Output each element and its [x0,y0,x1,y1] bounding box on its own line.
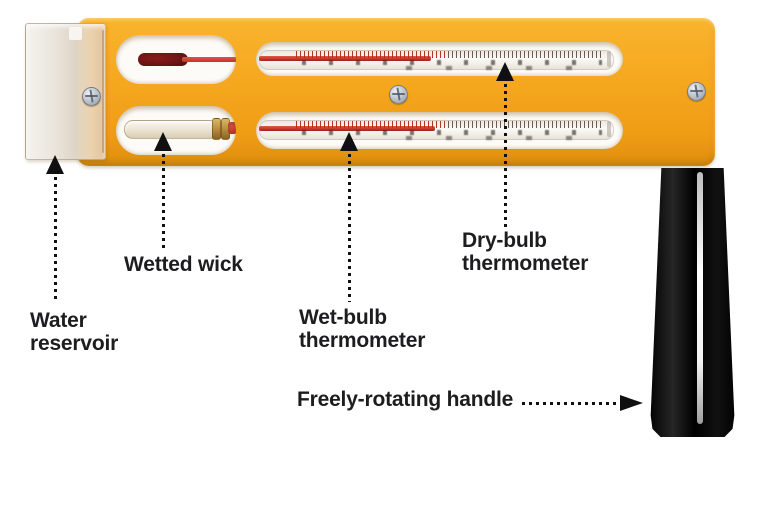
water-reservoir [25,23,106,160]
wetted-wick-arrow [153,132,173,250]
wet-bulb-scale-ticks [296,121,601,128]
wet-bulb-scale-window [256,112,623,149]
reservoir-notch [69,27,82,40]
dry-bulb-scale-ticks-red [296,51,446,58]
label-dry-bulb-thermometer: Dry-bulb thermometer [462,229,588,275]
label-freely-rotating-handle: Freely-rotating handle [297,388,514,411]
label-line: Wet-bulb [299,306,387,329]
dotted-line [522,402,620,405]
label-line: reservoir [30,332,119,355]
label-line: Dry-bulb [462,229,547,252]
arrowhead-up-icon [340,132,358,151]
label-water-reservoir: Water reservoir [30,309,118,355]
dry-bulb-scale-ticks [296,51,601,58]
wet-bulb-stem-tip [228,122,236,134]
label-wetted-wick: Wetted wick [124,253,243,276]
dotted-line [161,154,165,250]
wet-bulb-scale-numbers-lower [406,136,596,140]
arrowhead-right-icon [620,395,643,411]
arrowhead-up-icon [46,155,64,174]
arrowhead-up-icon [496,62,514,81]
arrowhead-up-icon [154,132,172,151]
wet-bulb-arrow [339,132,359,302]
dry-bulb-scale-window [256,42,623,76]
dry-bulb [138,53,188,66]
handle-highlight [697,172,703,424]
wet-bulb-scale-ticks-red [296,121,446,128]
dry-bulb-scale-numbers [302,60,602,65]
dry-bulb-window [116,35,236,84]
dotted-line [347,154,351,302]
dry-bulb-arrow [495,62,515,228]
rotating-handle [650,168,735,437]
water-reservoir-arrow [45,155,65,301]
tube-end-cap [607,51,611,67]
label-line: thermometer [462,252,589,275]
dotted-line [503,84,507,228]
tube-end-cap [607,121,611,137]
wet-bulb-mercury-column [259,126,435,131]
dry-bulb-stem [182,57,236,62]
screw [82,87,101,106]
handle-arrow [522,395,644,412]
dry-bulb-mercury-column [259,56,431,61]
reservoir-bracket-edge [102,30,104,153]
wet-bulb-scale-numbers [302,130,602,135]
label-line: thermometer [299,329,426,352]
screw [687,82,706,101]
wet-bulb-window [116,106,236,155]
screw [389,85,408,104]
label-line: Water [30,309,87,332]
label-wet-bulb-thermometer: Wet-bulb thermometer [299,306,425,352]
brass-ring [212,118,221,140]
dotted-line [53,177,57,301]
